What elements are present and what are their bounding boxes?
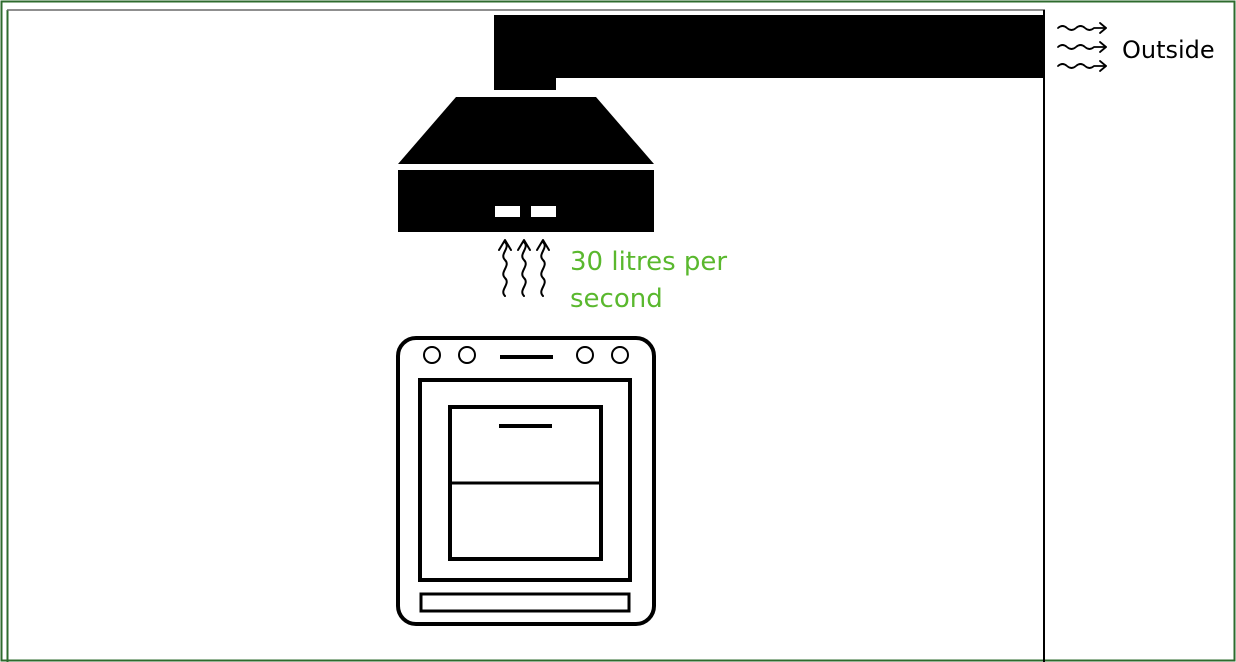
hood-light-left <box>495 206 520 217</box>
airflow-rate-label-line2: second <box>570 284 663 314</box>
hood-light-right <box>531 206 556 217</box>
outside-label: Outside <box>1122 36 1215 64</box>
airflow-rate-label-line1: 30 litres per <box>570 247 727 277</box>
